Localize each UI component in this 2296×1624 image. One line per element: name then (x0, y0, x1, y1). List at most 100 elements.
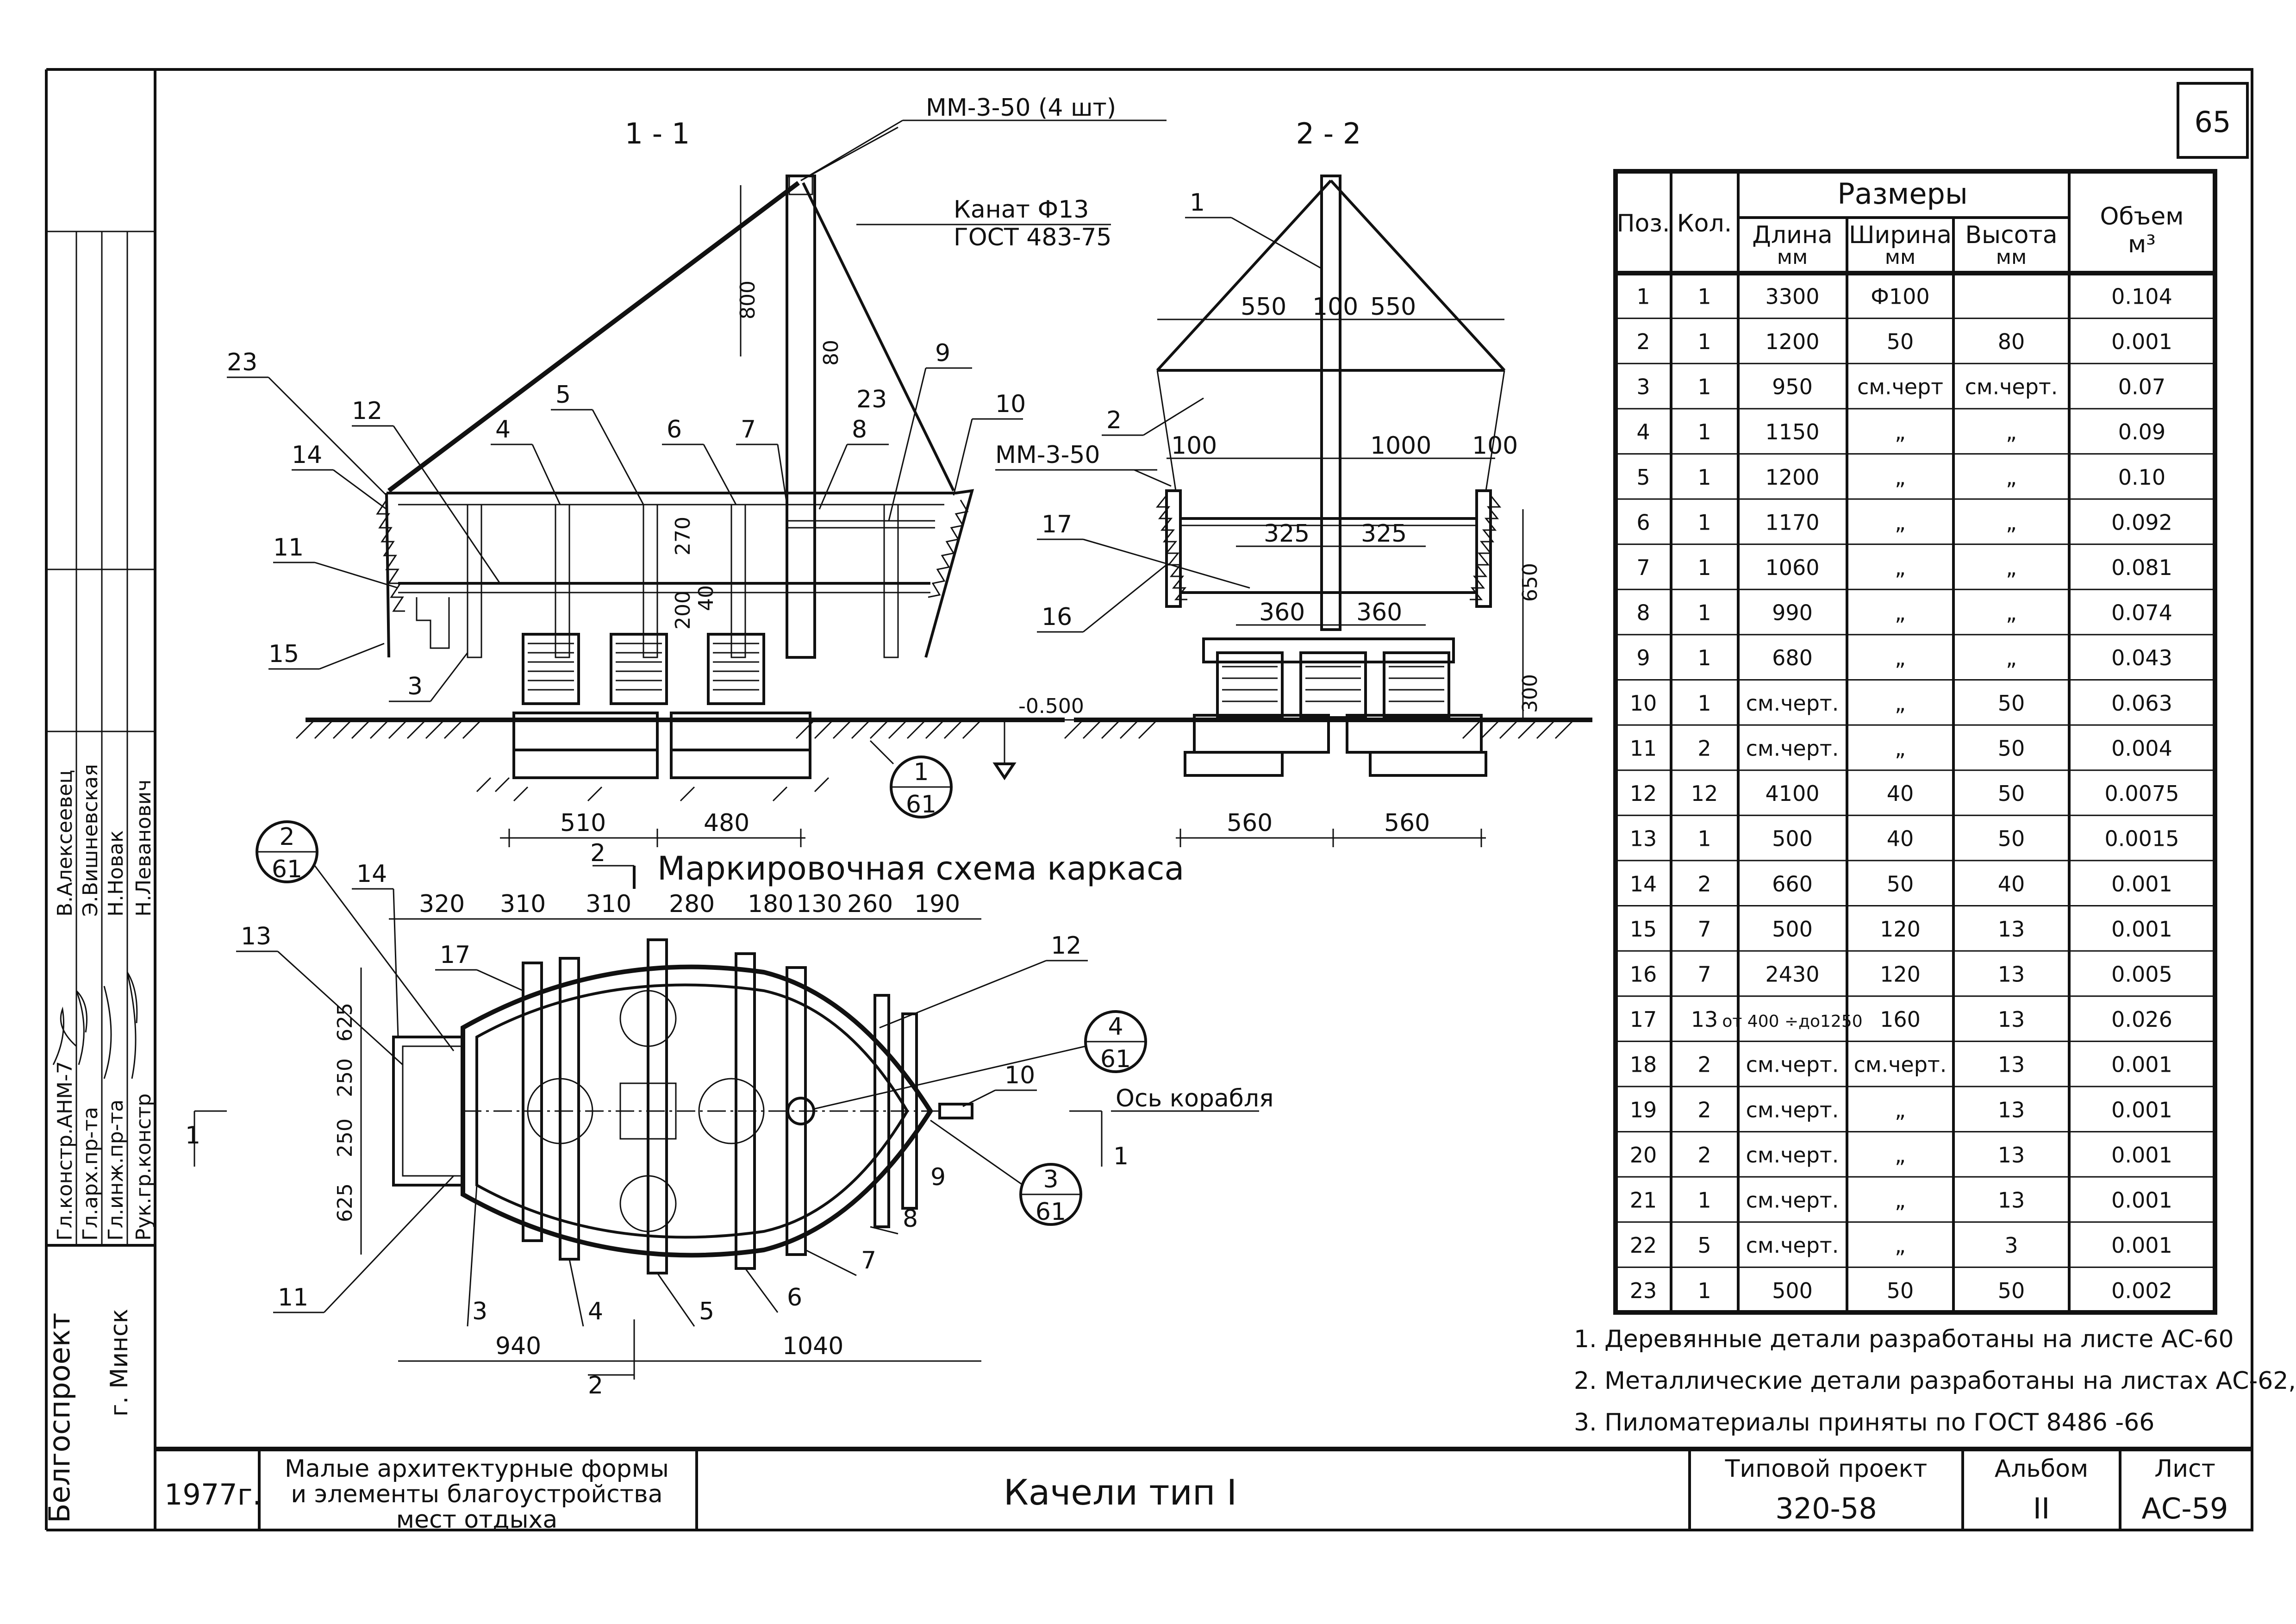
s2-dim-325b: 325 (1361, 520, 1407, 548)
table-cell: 1 (1636, 284, 1650, 309)
plan-dim-130: 130 (796, 890, 842, 918)
table-cell: 0.0015 (2105, 826, 2179, 851)
s2-dim-100c: 100 (1472, 432, 1518, 460)
table-cell: 1200 (1765, 329, 1819, 354)
notes: 1. Деревянные детали разработаны на лист… (1574, 1325, 2296, 1437)
table-cell: „ (2006, 600, 2017, 625)
s1-pos-14: 14 (292, 441, 322, 469)
table-cell: 9 (1636, 645, 1650, 670)
axis-label: Ось корабля (1116, 1085, 1273, 1112)
table-cell: см.черт. (1746, 1188, 1839, 1213)
s1-pos-11: 11 (273, 534, 304, 562)
table-cell: 1 (1697, 1188, 1711, 1213)
table-cell: 160 (1880, 1007, 1921, 1032)
table-cell: „ (1895, 1097, 1906, 1122)
table-cell: 1060 (1765, 555, 1819, 580)
th-height-unit: мм (1996, 245, 2027, 269)
table-cell: 1 (1697, 600, 1711, 625)
signature-scribbles (52, 972, 138, 1079)
plan-pos-17: 17 (440, 941, 470, 969)
table-cell: 1 (1697, 510, 1711, 535)
table-cell: 3300 (1765, 284, 1819, 309)
plan-pos-4: 4 (588, 1298, 603, 1325)
table-cell: 19 (1630, 1097, 1657, 1122)
table-cell: 13 (1998, 1097, 2025, 1122)
table-cell: 13 (1998, 1052, 2025, 1077)
th-volume: Объем (2100, 203, 2184, 231)
table-cell: 7 (1697, 962, 1711, 987)
table-cell: 50 (1998, 781, 2025, 806)
table-cell: 0.0075 (2105, 781, 2179, 806)
plan-dim-320: 320 (419, 890, 465, 918)
table-cell: 40 (1887, 826, 1914, 851)
table-cell: 0.005 (2111, 962, 2172, 987)
cut-1-left: 1 (185, 1122, 200, 1149)
s1-pos-3: 3 (407, 673, 423, 700)
th-height: Высота (1965, 221, 2057, 249)
table-cell: 1 (1697, 691, 1711, 716)
table-cell: 1200 (1765, 465, 1819, 490)
plan-pos-14: 14 (356, 860, 387, 888)
th-length-unit: мм (1777, 245, 1808, 269)
table-cell: „ (1895, 1143, 1906, 1168)
node-ref-2: 2 61 (256, 820, 455, 1051)
table-cell: 0.001 (2111, 1188, 2172, 1213)
table-cell: 12 (1630, 781, 1657, 806)
table-cell: 1 (1697, 419, 1711, 444)
table-cell: 0.001 (2111, 871, 2172, 896)
plan-pos-9: 9 (930, 1163, 946, 1191)
s2-dim-100a: 100 (1312, 293, 1358, 321)
table-cell: 14 (1630, 871, 1657, 896)
spec-table: Поз. Кол. Размеры Длина мм Ширина мм Выс… (1613, 169, 2217, 1315)
dim-480: 480 (704, 809, 749, 837)
th-pos: Поз. (1616, 210, 1670, 237)
s1-pos-5: 5 (555, 381, 571, 409)
s1-pos-9: 9 (935, 339, 950, 367)
table-cell: 0.001 (2111, 1233, 2172, 1258)
table-cell: см.черт. (1965, 375, 2058, 400)
plan-dim-940: 940 (495, 1332, 541, 1360)
plan-dim-625a: 625 (333, 1003, 357, 1042)
stamp-project-1: Малые архитектурные формы (285, 1455, 669, 1483)
table-cell: 0.001 (2111, 329, 2172, 354)
table-cell: 5 (1636, 465, 1650, 490)
dim-200: 200 (671, 591, 695, 630)
s1-pos-8: 8 (852, 416, 867, 443)
table-cell: 680 (1772, 645, 1813, 670)
table-cell: 13 (1998, 1188, 2025, 1213)
anchor-label: ММ-3-50 (4 шт) (926, 94, 1116, 122)
table-cell: 50 (1998, 736, 2025, 761)
side-role-1: Гл.констр.АНМ-7 (53, 1061, 77, 1241)
plan-pos-13: 13 (241, 923, 271, 950)
stamp-project-label: Типовой проект (1725, 1455, 1928, 1483)
section-1-1: 1 - 1 (227, 94, 1172, 847)
stamp-project-2: и элементы благоустройства (291, 1480, 662, 1508)
table-cell: 120 (1880, 917, 1921, 942)
stamp-album-number: II (2033, 1492, 2050, 1525)
plan-dim-310b: 310 (586, 890, 631, 918)
svg-text:61: 61 (1100, 1045, 1131, 1073)
side-org: Белгоспроект (43, 1313, 76, 1523)
table-cell: 50 (1887, 1278, 1914, 1303)
plan-pos-8: 8 (903, 1205, 918, 1233)
s2-dim-360b: 360 (1356, 599, 1402, 626)
s1-pos-23b: 23 (856, 386, 887, 413)
s2-pos-1: 1 (1190, 189, 1205, 217)
table-cell: см.черт. (1746, 1233, 1839, 1258)
table-cell: 0.063 (2111, 691, 2172, 716)
dim-800: 800 (736, 281, 760, 319)
table-cell: 12 (1691, 781, 1718, 806)
sheet-number-box (2177, 82, 2249, 159)
marking-title: Маркировочная схема каркаса (657, 849, 1184, 887)
table-cell: 50 (1998, 1278, 2025, 1303)
table-cell: „ (1895, 645, 1906, 670)
plan-dim-310a: 310 (500, 890, 546, 918)
ground-level: -0.500 (1018, 694, 1084, 718)
plan-pos-7: 7 (861, 1247, 876, 1274)
table-cell: 0.104 (2111, 284, 2172, 309)
s2-dim-560b: 560 (1384, 809, 1430, 837)
table-cell: 10 (1630, 691, 1657, 716)
table-cell: 500 (1772, 1278, 1813, 1303)
table-cell: 1 (1697, 1278, 1711, 1303)
table-cell: 50 (1998, 691, 2025, 716)
